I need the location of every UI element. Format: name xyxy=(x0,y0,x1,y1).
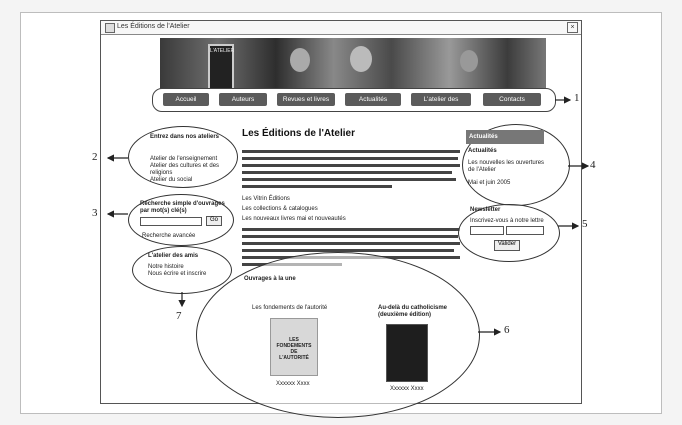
nav-item-actualites[interactable]: Actualités xyxy=(345,93,401,106)
body-text-line xyxy=(242,235,458,238)
search-title: Recherche simple d'ouvrages par mot(s) c… xyxy=(140,201,225,214)
search-go-button[interactable]: Go xyxy=(206,216,222,226)
book-2-author: Xxxxxx Xxxx xyxy=(390,386,424,392)
nav-item-contacts[interactable]: Contacts xyxy=(483,93,541,106)
featured-books-oval xyxy=(196,252,480,418)
intro-text-line xyxy=(242,157,458,160)
book-2-title[interactable]: Au-delà du catholicisme (deuxième éditio… xyxy=(378,305,448,318)
newsletter-name-input[interactable] xyxy=(470,226,504,235)
book-1-cover-text: LES FONDEMENTS DE L'AUTORITÉ xyxy=(276,337,312,361)
body-text-line xyxy=(242,249,454,252)
banner-photo-2 xyxy=(350,46,372,72)
nav-item-atelier[interactable]: L'atelier des xyxy=(411,93,471,106)
callout-6: 6 xyxy=(504,324,510,336)
newsletter-email-input[interactable] xyxy=(506,226,544,235)
rubriques-title: Entrez dans nos ateliers xyxy=(150,134,220,140)
featured-heading: Ouvrages à la une xyxy=(244,276,296,282)
rubrique-link-1[interactable]: Atelier de l'enseignement xyxy=(150,156,218,162)
window-title: Les Éditions de l'Atelier xyxy=(117,23,190,30)
atelier-link-2[interactable]: Nous écrire et inscrire xyxy=(148,271,207,277)
main-navigation: Accueil Auteurs Revues et livres Actuali… xyxy=(152,88,556,112)
callout-7: 7 xyxy=(176,310,182,322)
rubrique-link-2[interactable]: Atelier des cultures et des religions xyxy=(150,163,220,176)
intro-text-line xyxy=(242,178,456,181)
banner-photo-3 xyxy=(460,50,478,72)
title-bar: Les Éditions de l'Atelier × xyxy=(101,21,581,35)
page-title: Les Éditions de l'Atelier xyxy=(242,128,355,139)
search-input[interactable] xyxy=(140,217,202,226)
close-icon[interactable]: × xyxy=(567,22,578,33)
newsletter-title: Newsletter xyxy=(470,207,501,213)
logo-text: L'ATELIER xyxy=(210,48,235,54)
callout-3: 3 xyxy=(92,207,98,219)
callout-2: 2 xyxy=(92,151,98,163)
atelier-link-1[interactable]: Notre histoire xyxy=(148,264,184,270)
book-1-cover[interactable]: LES FONDEMENTS DE L'AUTORITÉ xyxy=(270,318,318,376)
callout-5: 5 xyxy=(582,218,588,230)
newsletter-line: Inscrivez-vous à notre lettre xyxy=(470,218,544,224)
news-subheader: Actualités xyxy=(468,148,497,154)
intro-text-line xyxy=(242,185,392,188)
callout-4: 4 xyxy=(590,159,596,171)
main-link-1[interactable]: Les Vitrin Éditions xyxy=(242,196,290,202)
newsletter-submit-button[interactable]: Valider xyxy=(494,240,520,251)
news-date: Mai et juin 2005 xyxy=(468,180,511,186)
body-text-line xyxy=(242,228,460,231)
book-1-title[interactable]: Les fondements de l'autorité xyxy=(252,305,328,311)
banner-photo-1 xyxy=(290,48,310,72)
news-header: Actualités xyxy=(466,130,544,144)
page-icon xyxy=(105,23,115,33)
rubriques-oval xyxy=(128,126,238,188)
body-text-line xyxy=(242,242,460,245)
nav-item-accueil[interactable]: Accueil xyxy=(163,93,209,106)
intro-text-line xyxy=(242,164,460,167)
nav-item-revues[interactable]: Revues et livres xyxy=(277,93,335,106)
advanced-search-link[interactable]: Recherche avancée xyxy=(142,233,196,239)
intro-text-line xyxy=(242,150,460,153)
intro-text-line xyxy=(242,171,452,174)
book-1-author: Xxxxxx Xxxx xyxy=(276,381,310,387)
book-2-cover[interactable] xyxy=(386,324,428,382)
news-line[interactable]: Les nouvelles les ouvertures de l'Atelie… xyxy=(468,160,545,173)
atelier-oval xyxy=(132,246,232,294)
main-link-3[interactable]: Les nouveaux livres mai et nouveautés xyxy=(242,216,346,222)
nav-item-auteurs[interactable]: Auteurs xyxy=(219,93,267,106)
main-link-2[interactable]: Les collections & catalogues xyxy=(242,206,318,212)
callout-1: 1 xyxy=(574,92,580,104)
atelier-title: L'atelier des amis xyxy=(148,253,199,259)
rubrique-link-3[interactable]: Atelier du social xyxy=(150,177,193,183)
